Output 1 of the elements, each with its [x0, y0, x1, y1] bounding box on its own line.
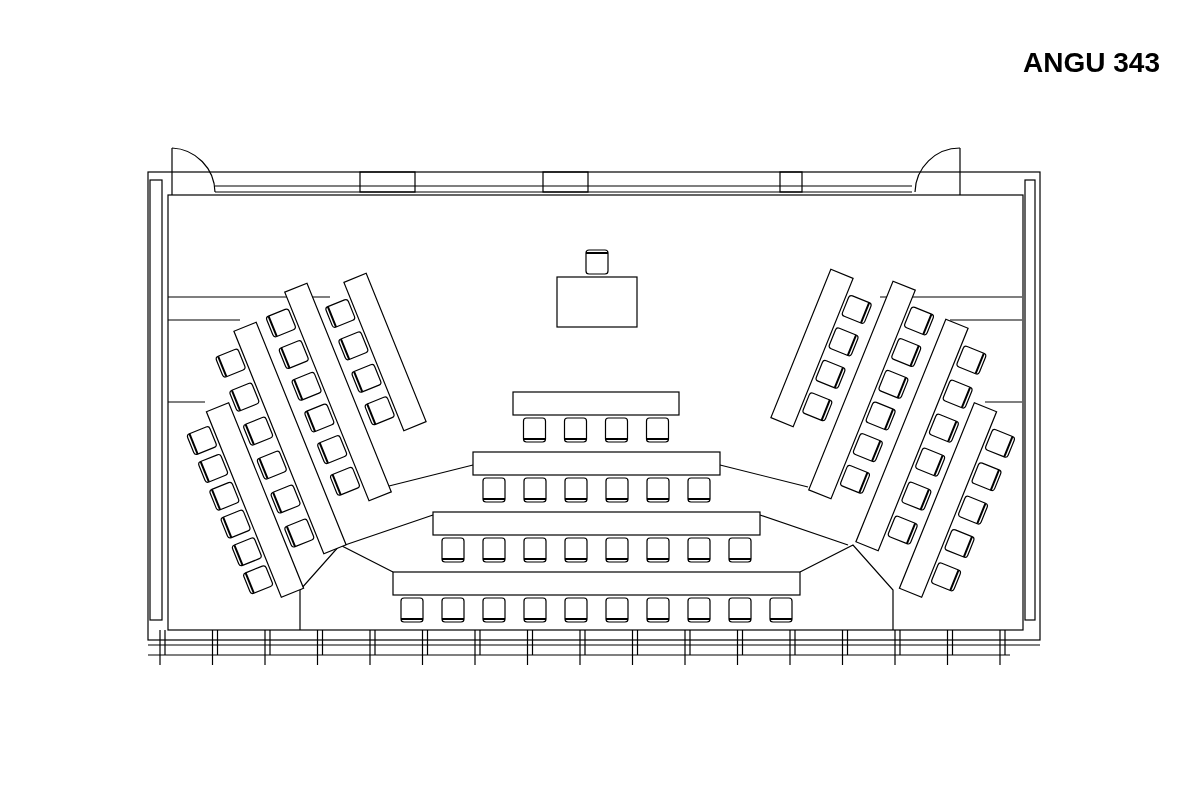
- room-title: ANGU 343: [1023, 46, 1160, 80]
